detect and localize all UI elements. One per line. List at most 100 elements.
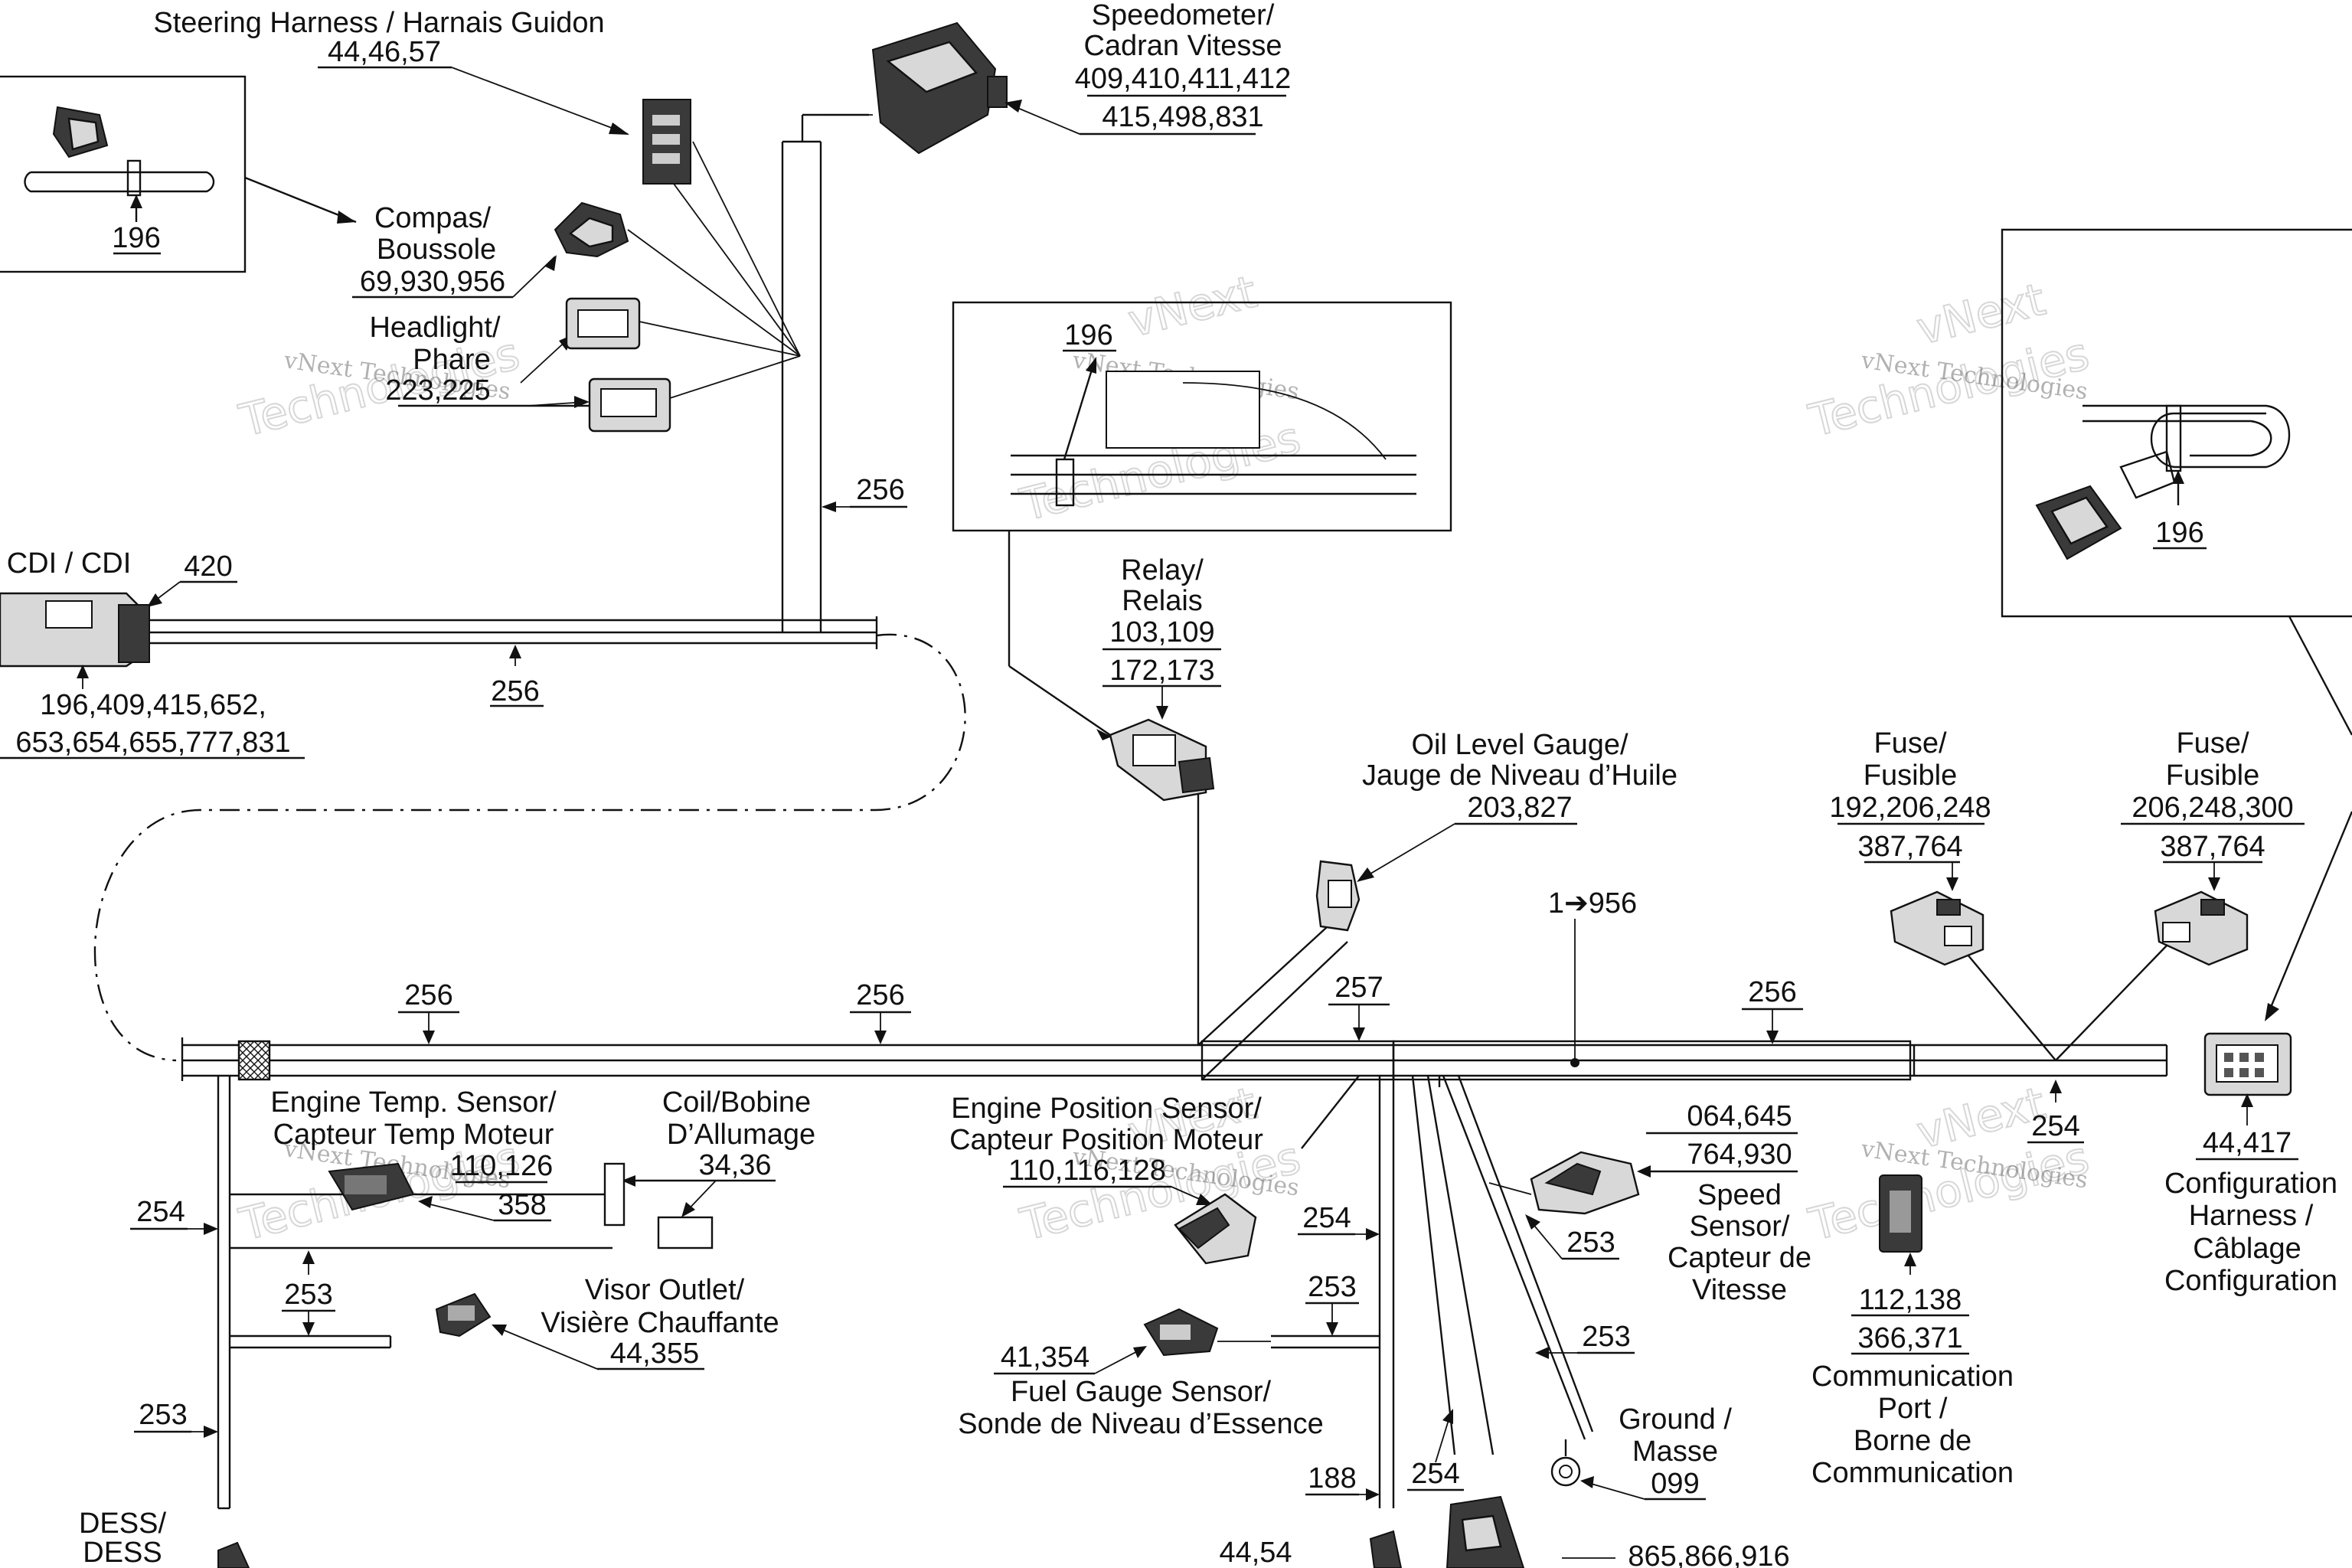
wire-ref-label: 256 — [856, 979, 904, 1011]
wire-ref-label: 253 — [1308, 1271, 1356, 1303]
wire-ref-label: 256 — [856, 474, 904, 506]
config-label: Configuration — [2164, 1168, 2337, 1200]
wire-ref: 256 — [822, 474, 907, 512]
wire-ref: 253 — [1535, 1321, 1635, 1359]
fuse-title: Fusible — [2166, 760, 2260, 792]
connector-icon — [1174, 1193, 1257, 1265]
ground-refs: 099 — [1651, 1468, 1699, 1500]
connector-icon — [435, 1292, 492, 1338]
engine-temp-sensor: Engine Temp. Sensor/ Capteur Temp Moteur… — [270, 1086, 557, 1222]
connector-icon — [1143, 1308, 1219, 1357]
connector-icon — [0, 592, 150, 668]
relay-title: Relais — [1122, 585, 1203, 617]
wire-ref-label: 254 — [2031, 1110, 2079, 1142]
cdi-ref: 420 — [184, 550, 232, 583]
dess-title: DESS — [83, 1537, 162, 1568]
right-inset: 196 — [2001, 228, 2352, 1021]
main-ref-label: 1➔956 — [1548, 887, 1637, 920]
wire-ref-label: 254 — [136, 1196, 185, 1228]
connector-icon — [328, 1162, 415, 1211]
fuse-title: Fuse/ — [1873, 727, 1946, 760]
speed-sensor-refs: 764,930 — [1687, 1138, 1792, 1171]
connector-icon — [565, 297, 641, 350]
fuse-refs: 192,206,248 — [1829, 792, 1991, 824]
relay-icon — [1109, 718, 1215, 802]
wire-ref-label: 254 — [1411, 1458, 1459, 1490]
wire-ref-label: 254 — [1302, 1202, 1351, 1234]
relay-refs: 103,109 — [1109, 616, 1214, 648]
relay: Relay/ Relais 103,109 172,173 — [1102, 554, 1221, 802]
bottom-refs: 44,54 865,866,916 — [1219, 1495, 1790, 1568]
comm-title: Communication — [1811, 1457, 2014, 1489]
fuse-title: Fuse/ — [2176, 727, 2249, 760]
compas-refs: 69,930,956 — [360, 266, 505, 298]
comm-title: Borne de — [1854, 1425, 1971, 1457]
visor-outlet: Visor Outlet/ Visière Chauffante 44,355 — [435, 1274, 779, 1370]
engine-temp-title: Engine Temp. Sensor/ — [270, 1086, 557, 1119]
speed-sensor-title: Sensor/ — [1690, 1210, 1790, 1243]
mid-inset: 196 — [952, 301, 1452, 740]
compas-title: Boussole — [377, 234, 496, 266]
configuration-harness: 44,417 Configuration Harness / Câblage C… — [2164, 1032, 2337, 1297]
cdi-title: CDI / CDI — [7, 547, 132, 580]
oil-title: Oil Level Gauge/ — [1411, 729, 1628, 761]
connector-icon — [588, 377, 671, 433]
eng-pos-title: Capteur Position Moteur — [949, 1124, 1263, 1156]
wire-ref-label: 253 — [1566, 1227, 1615, 1259]
wire-refs-main: 256 256 257 256 254 — [398, 972, 2084, 1144]
inset-ref: 196 — [2155, 517, 2203, 549]
fuse-1: Fuse/ Fusible 192,206,248 387,764 — [1829, 727, 1991, 966]
wire-ref-label: 257 — [1334, 972, 1383, 1004]
speedo-title: Speedometer/ — [1092, 0, 1275, 31]
compas-title: Compas/ — [374, 202, 491, 234]
connector-icon — [554, 201, 629, 258]
connector-icon — [52, 106, 109, 158]
compas: Compas/ Boussole 69,930,956 — [352, 201, 801, 357]
speedo-refs: 409,410,411,412 — [1075, 63, 1291, 95]
bottom-ref: 865,866,916 — [1628, 1540, 1789, 1568]
watermark: vNext — [1123, 266, 1262, 348]
coil: Coil/Bobine D’Allumage 34,36 — [603, 1086, 815, 1250]
main-ref: 1➔956 — [1548, 887, 1637, 1063]
wire-ref-label: 253 — [284, 1279, 332, 1311]
fuse-title: Fusible — [1864, 760, 1958, 792]
fuse-refs: 387,764 — [2160, 831, 2265, 863]
wire-ref-label: 188 — [1308, 1462, 1356, 1494]
config-label: Câblage — [2193, 1233, 2301, 1265]
visor-title: Visor Outlet/ — [585, 1274, 745, 1306]
inset-ref: 196 — [1064, 319, 1112, 351]
steering-refs: 44,46,57 — [328, 36, 441, 68]
comm-refs: 366,371 — [1857, 1322, 1962, 1354]
wire-ref-label: 253 — [1582, 1321, 1630, 1353]
fuel-title: Sonde de Niveau d’Essence — [958, 1408, 1323, 1440]
coil-title: Coil/Bobine — [662, 1086, 811, 1119]
comm-refs: 112,138 — [1859, 1284, 1962, 1316]
wire-ref: 253 — [134, 1399, 218, 1438]
speedo-refs: 415,498,831 — [1102, 101, 1263, 133]
wire-ref: 253 — [1305, 1271, 1359, 1336]
visor-refs: 44,355 — [610, 1338, 699, 1370]
ground-title: Ground / — [1619, 1403, 1732, 1436]
wire-ref-label: 256 — [404, 979, 452, 1011]
oil-gauge: Oil Level Gauge/ Jauge de Niveau d’Huile… — [1315, 729, 1677, 932]
dess: DESS/ DESS — [79, 1508, 250, 1568]
speed-sensor: 064,645 764,930 Speed Sensor/ Capteur de… — [1488, 1100, 1811, 1306]
connector-icon — [2203, 1032, 2292, 1096]
engine-position-sensor: Engine Position Sensor/ Capteur Position… — [949, 1093, 1263, 1265]
speed-sensor-title: Speed — [1697, 1179, 1782, 1211]
steering-title: Steering Harness / Harnais Guidon — [153, 7, 604, 39]
communication-port: 112,138 366,371 Communication Port / Bor… — [1811, 1174, 2014, 1489]
wire-ref: 254 — [1407, 1409, 1464, 1491]
config-refs: 44,417 — [2203, 1127, 2292, 1159]
engine-temp-refs: 110,126 — [450, 1150, 554, 1182]
config-label: Configuration — [2164, 1265, 2337, 1297]
speed-sensor-title: Vitesse — [1692, 1274, 1787, 1306]
fuse-refs: 206,248,300 — [2132, 792, 2293, 824]
wire-ref-label: 256 — [491, 675, 539, 707]
fuel-title: Fuel Gauge Sensor/ — [1011, 1376, 1272, 1408]
steering-inset: 196 — [0, 75, 357, 273]
fuse-2: Fuse/ Fusible 206,248,300 387,764 — [2121, 727, 2305, 966]
wire-ref-label: 253 — [139, 1399, 187, 1431]
fuel-refs: 41,354 — [1001, 1341, 1089, 1374]
